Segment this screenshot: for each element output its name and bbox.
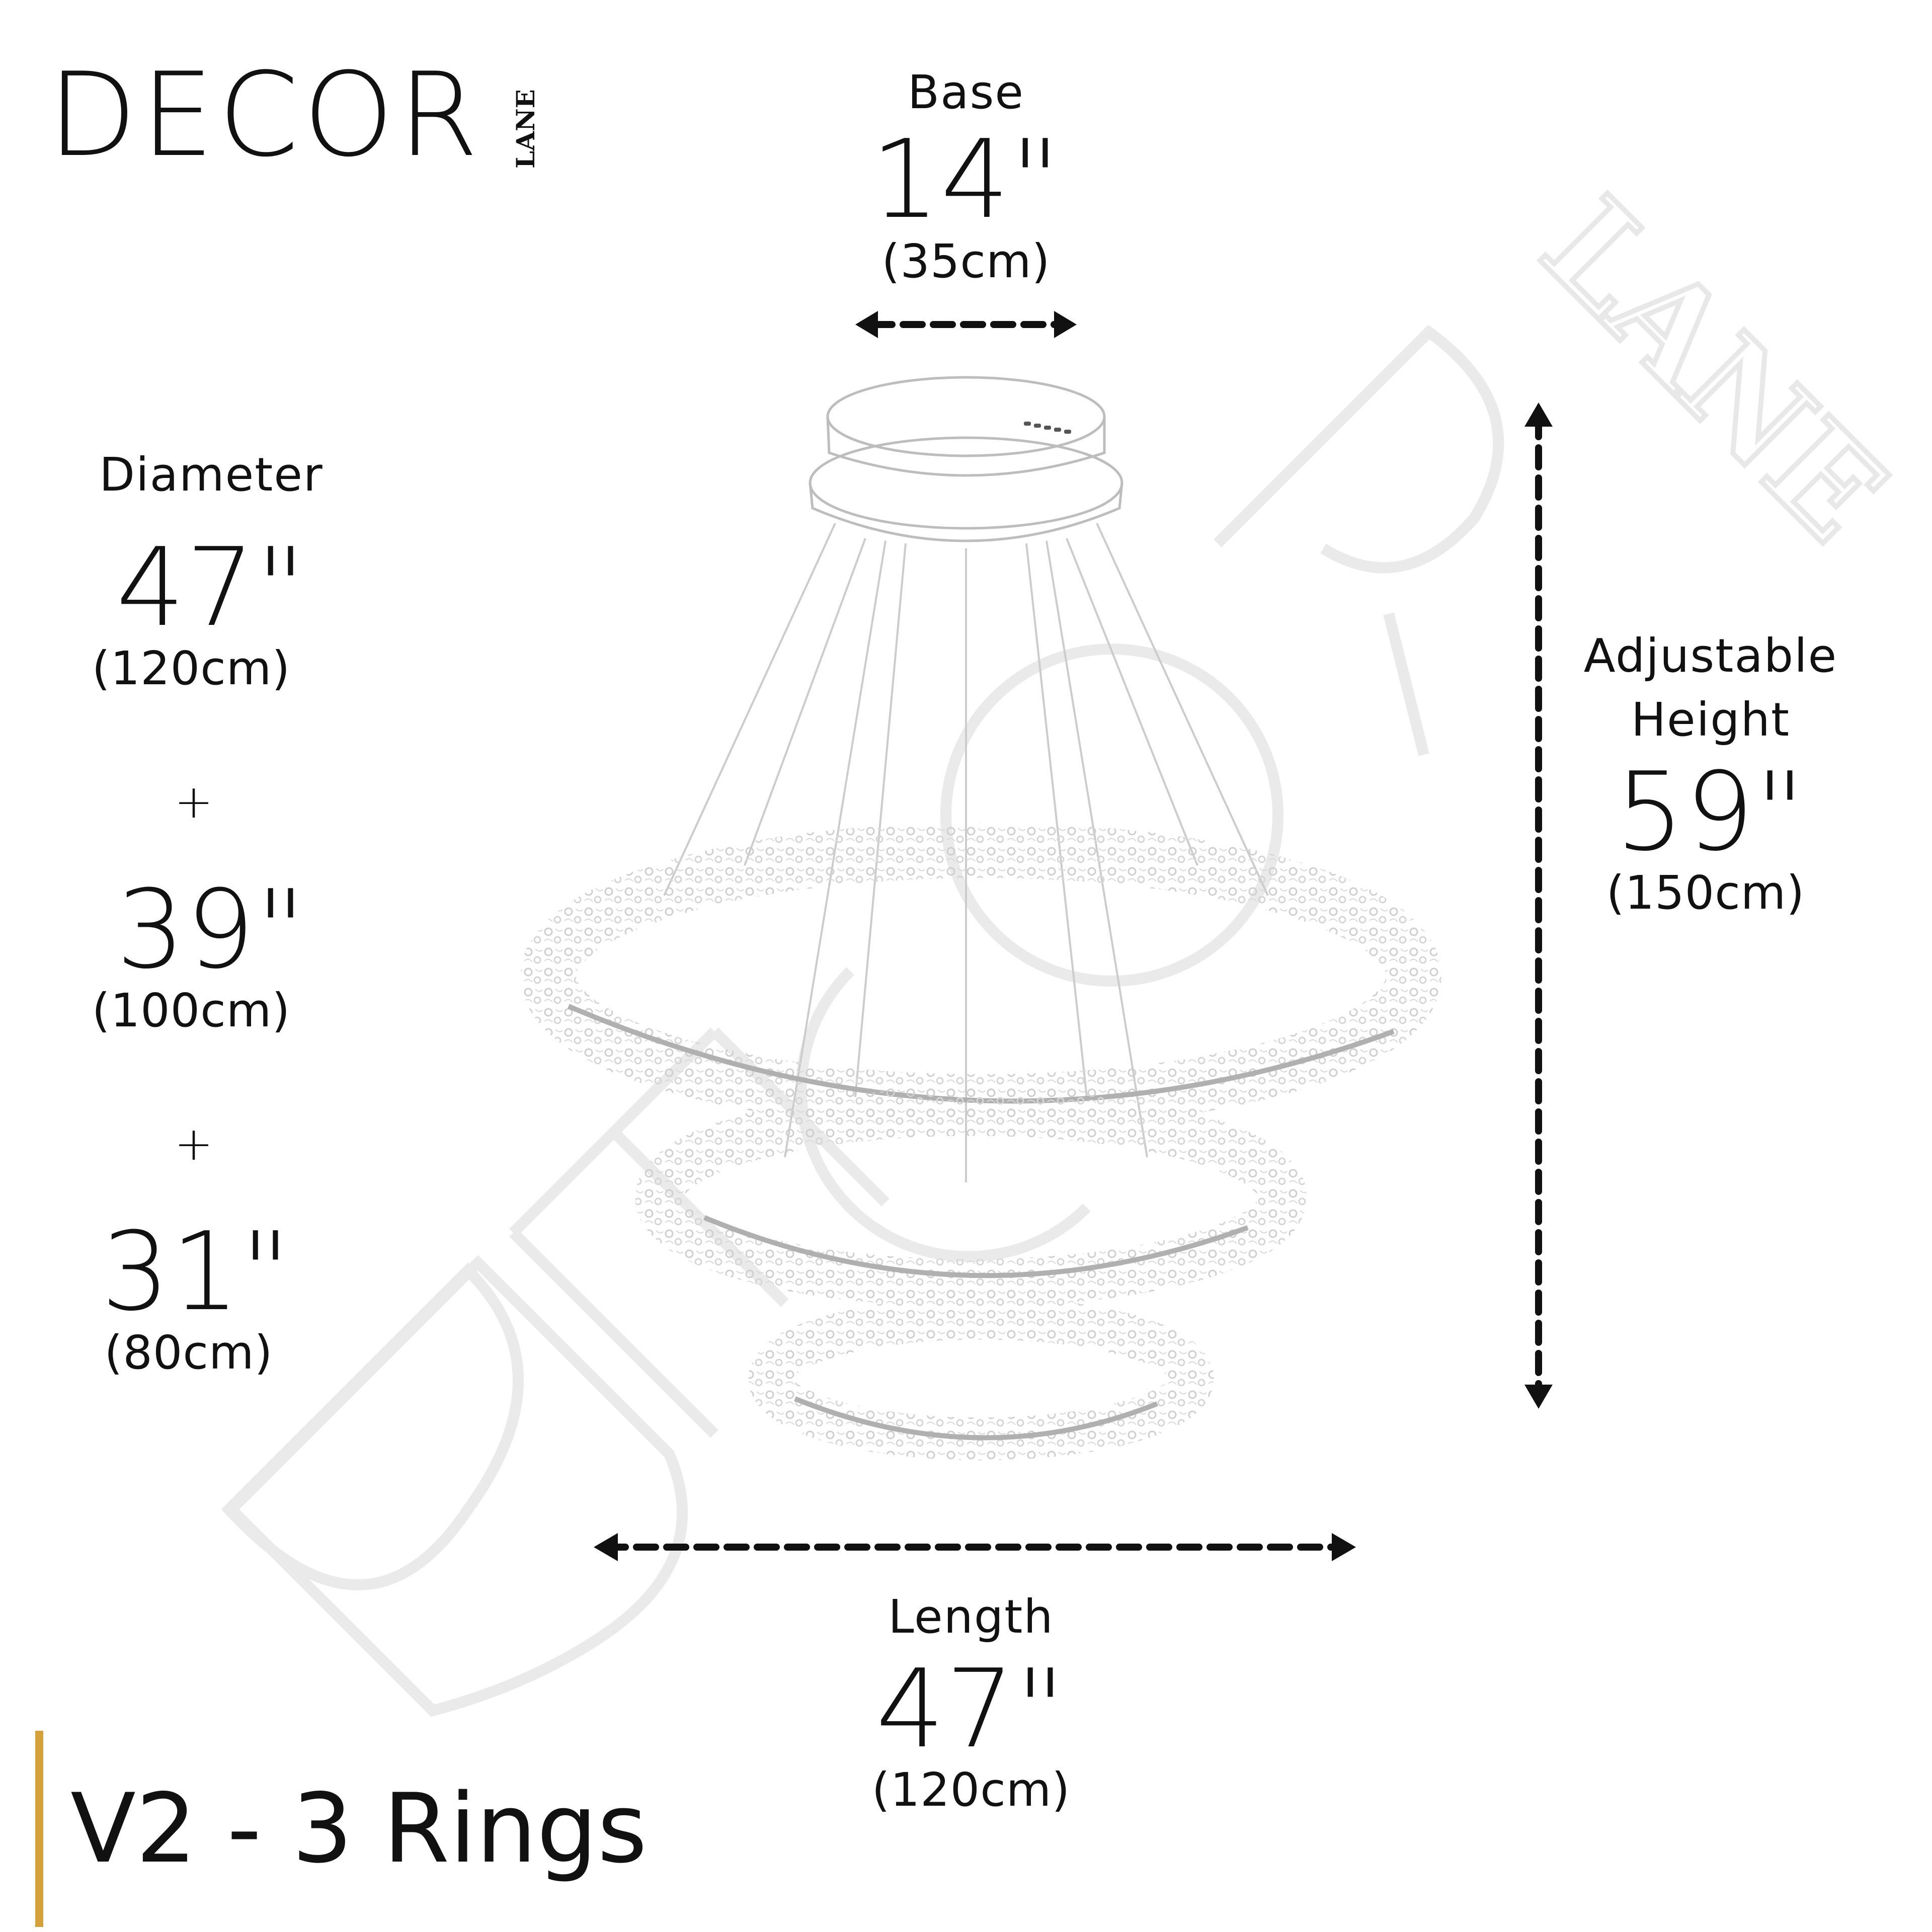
- ring-3-inches: 31": [101, 1209, 292, 1335]
- product-variant-title: V2 - 3 Rings: [70, 1773, 648, 1884]
- diameter-ring-1: 47" (120cm): [60, 533, 362, 695]
- diameter-plus-1: +: [174, 775, 213, 829]
- ring-3-cm: (80cm): [104, 1326, 273, 1380]
- canopy: [809, 376, 1123, 542]
- base-label: Base: [907, 65, 1025, 119]
- height-cm: (150cm): [1606, 866, 1805, 920]
- arrowheads: [594, 311, 1553, 1561]
- ring-2-inches: 39": [116, 866, 307, 993]
- ring-small: [748, 1297, 1214, 1461]
- height-dimension: Adjustable Height 59" (150cm): [1550, 629, 1872, 920]
- ring-medium: [635, 1088, 1307, 1307]
- brand-side-text: LANE: [511, 89, 540, 169]
- height-label-line1: Adjustable: [1583, 629, 1838, 683]
- length-cm: (120cm): [871, 1763, 1071, 1817]
- ring-1-inches: 47": [116, 524, 307, 651]
- height-inches: 59": [1615, 749, 1806, 875]
- height-label-line2: Height: [1631, 693, 1791, 747]
- ring-2-cm: (100cm): [92, 984, 291, 1037]
- diameter-ring-2: 39" (100cm): [60, 875, 362, 1037]
- length-dimension: Length 47" (120cm): [835, 1590, 1107, 1817]
- diameter-ring-3: 31" (80cm): [55, 1218, 337, 1380]
- base-dimension: Base 14" (35cm): [835, 65, 1097, 288]
- length-inches: 47": [875, 1646, 1067, 1772]
- base-inches: 14": [870, 116, 1062, 243]
- brand-main-text: DECOR: [48, 48, 482, 183]
- diameter-plus-2: +: [174, 1117, 213, 1171]
- diameter-label: Diameter: [99, 448, 324, 502]
- length-label: Length: [888, 1590, 1054, 1644]
- base-cm: (35cm): [881, 234, 1051, 288]
- title-accent-bar: [35, 1731, 43, 1927]
- ring-1-cm: (120cm): [92, 641, 291, 695]
